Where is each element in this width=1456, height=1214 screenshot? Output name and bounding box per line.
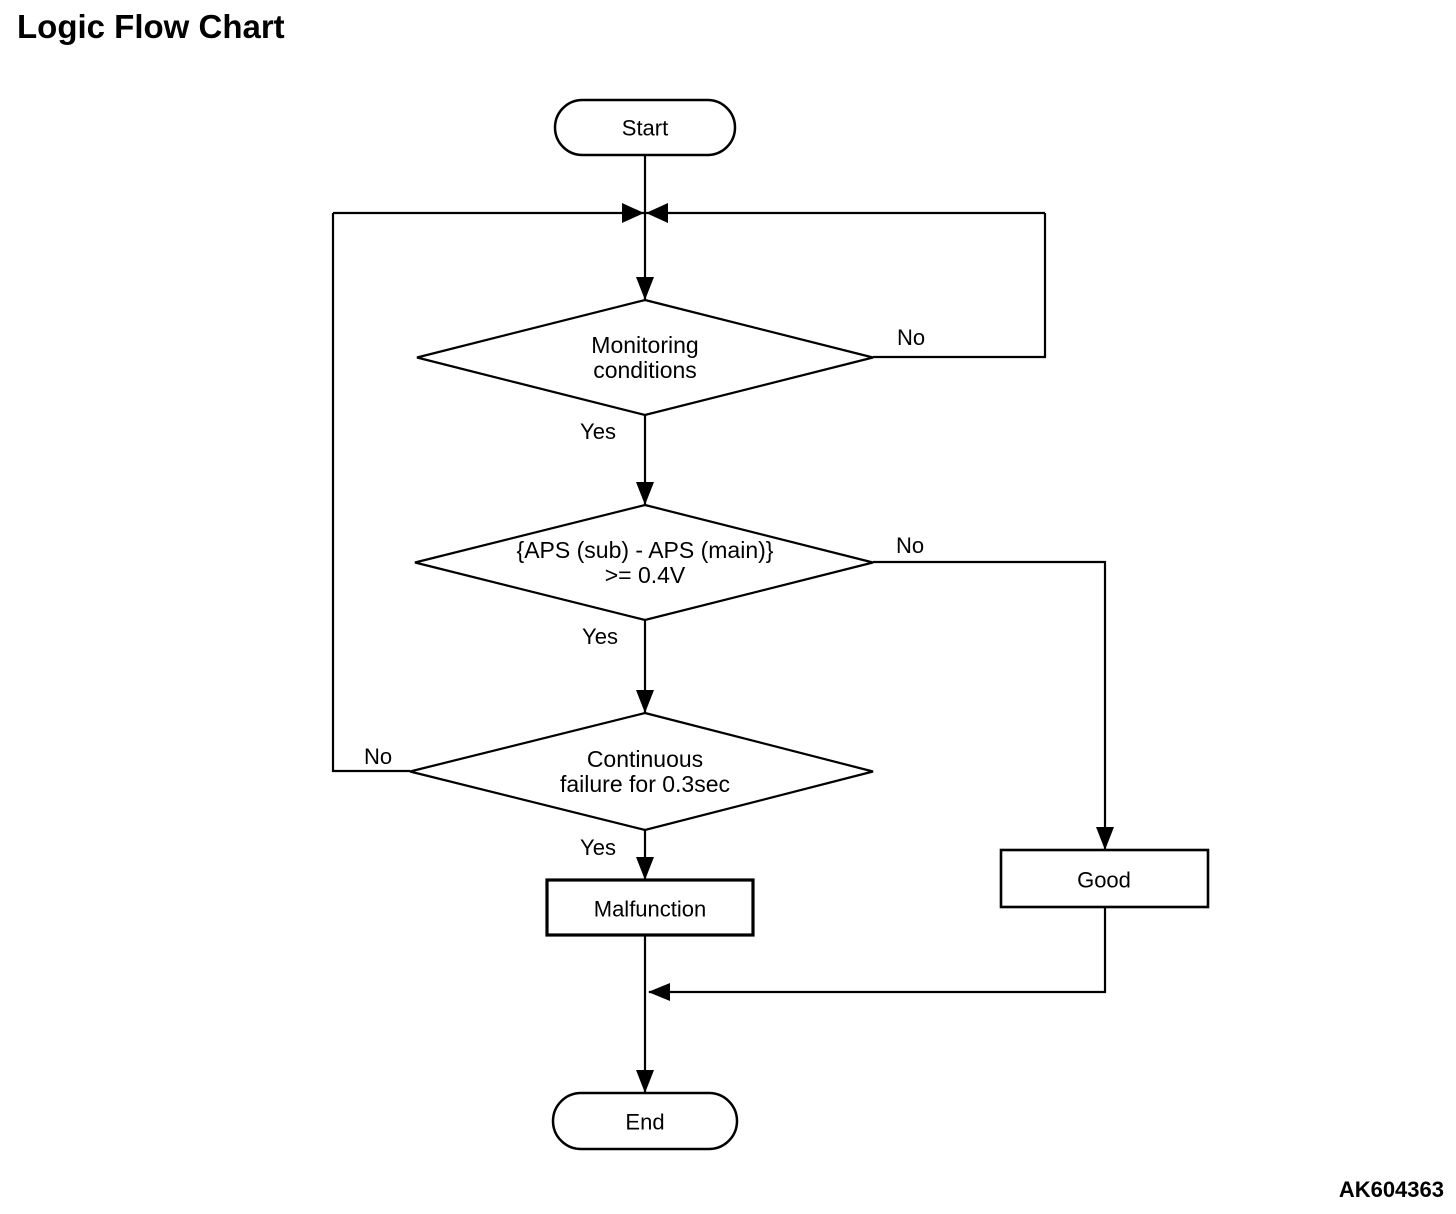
edge-monitoring-no-loop: [873, 213, 1047, 359]
monitoring-yes-label: Yes: [580, 419, 616, 444]
decision-continuous-diamond: [409, 711, 874, 832]
decision-aps-line2: >= 0.4V: [604, 562, 686, 588]
decision-monitoring-diamond: [416, 298, 874, 417]
arrow-into-monitoring-icon: [636, 277, 654, 300]
decision-continuous-line1: Continuous: [586, 746, 704, 772]
aps-yes-label: Yes: [582, 624, 618, 649]
arrowheads: [622, 203, 1114, 1093]
good-node-label: Good: [1077, 867, 1131, 893]
figure-code: AK604363: [1338, 1177, 1444, 1202]
decision-continuous-line2: failure for 0.3sec: [559, 771, 731, 797]
decision-aps-diamond: [414, 503, 874, 622]
flow-edges: [331, 155, 1107, 1093]
decision-aps-label: {APS (sub) - APS (main)} >= 0.4V: [517, 538, 774, 588]
malfunction-node: [545, 878, 755, 937]
edge-aps-no-to-good: [873, 560, 1107, 850]
flow-nodes: [409, 98, 1210, 1151]
edge-good-to-merge: [649, 907, 1107, 994]
continuous-yes-label: Yes: [580, 835, 616, 860]
start-node: [553, 98, 737, 157]
arrow-into-merge-icon: [648, 983, 670, 1001]
decision-monitoring-line2: conditions: [593, 357, 697, 383]
decision-continuous-label: Continuous failure for 0.3sec: [560, 747, 730, 797]
arrow-into-good-icon: [1096, 827, 1114, 850]
edge-left-loop: [331, 213, 410, 773]
arrow-into-junction-from-left-icon: [622, 203, 644, 223]
malfunction-node-label: Malfunction: [593, 896, 707, 922]
arrow-into-malfunction-icon: [636, 857, 654, 880]
decision-aps-line1: {APS (sub) - APS (main)}: [516, 537, 774, 563]
decision-monitoring-line1: Monitoring: [591, 332, 699, 358]
monitoring-no-label: No: [896, 325, 926, 350]
decision-monitoring-label: Monitoring conditions: [591, 333, 698, 383]
end-node-label: End: [625, 1109, 665, 1135]
good-node: [999, 848, 1210, 909]
continuous-no-label: No: [363, 744, 393, 769]
page-title: Logic Flow Chart: [17, 8, 285, 45]
arrow-into-continuous-icon: [636, 690, 654, 713]
start-node-label: Start: [621, 115, 669, 141]
arrow-into-aps-icon: [636, 482, 654, 505]
end-node: [551, 1091, 739, 1151]
arrow-into-junction-from-right-icon: [646, 203, 668, 223]
aps-no-label: No: [895, 533, 925, 558]
arrow-into-end-icon: [636, 1070, 654, 1093]
